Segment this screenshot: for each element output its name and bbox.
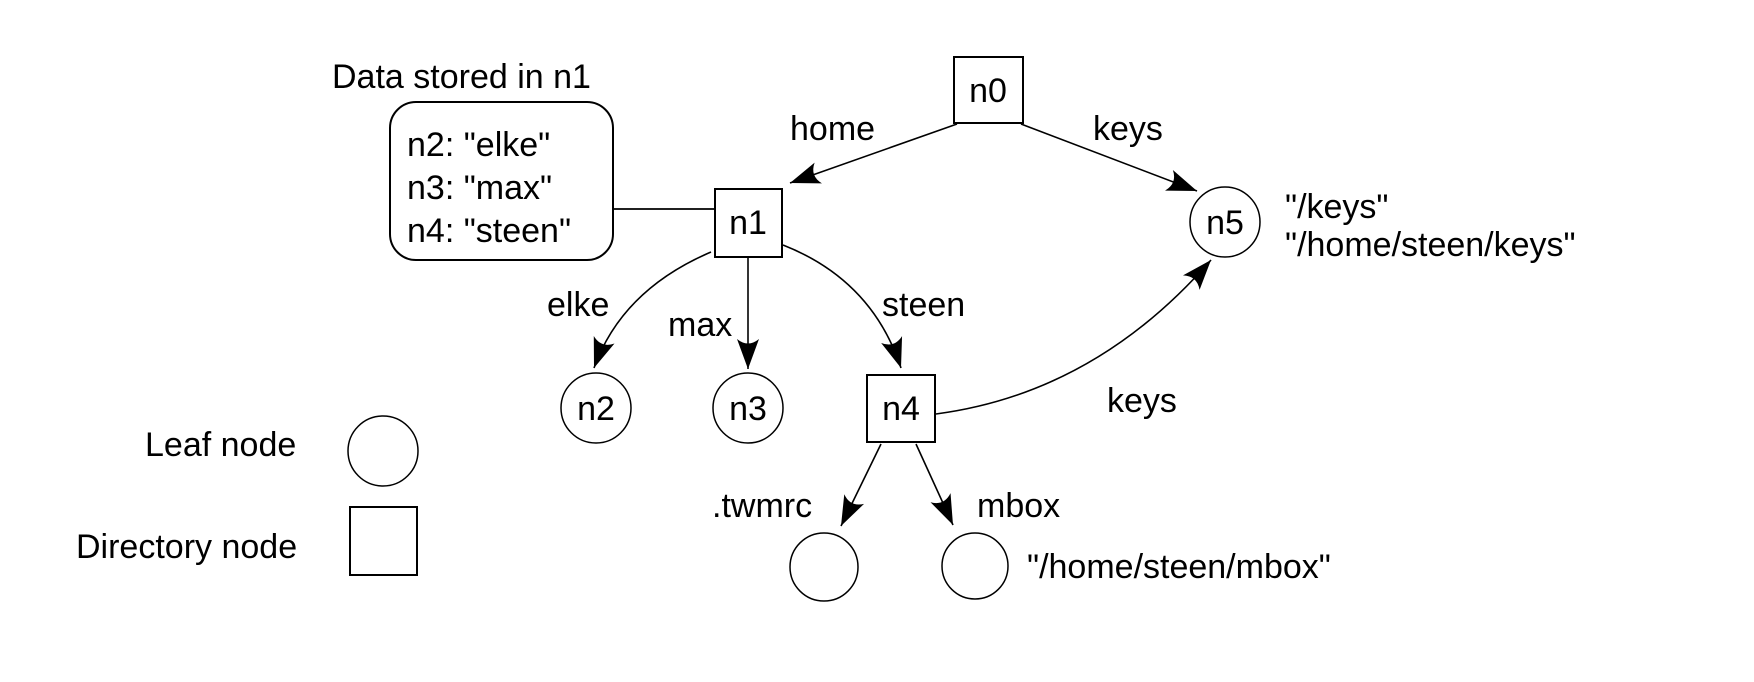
edge-n4-n5 (935, 259, 1212, 415)
node-n3-label: n3 (729, 390, 767, 428)
legend-directory-label: Directory node (76, 528, 297, 566)
node-n0-label: n0 (969, 72, 1007, 110)
edge-label-home: home (790, 110, 875, 148)
node-mbox-circle (941, 532, 1009, 600)
node-n4-label: n4 (882, 390, 920, 428)
annotation-home-steen-keys-path: "/home/steen/keys" (1285, 226, 1576, 264)
edge-label-keys-top: keys (1093, 110, 1163, 148)
node-n5-label: n5 (1206, 204, 1244, 242)
node-twmrc-circle (789, 532, 859, 602)
legend-leaf-label: Leaf node (145, 426, 296, 464)
node-n1-box (714, 188, 783, 258)
edge-label-elke: elke (547, 286, 609, 324)
edge-label-keys-bottom: keys (1107, 382, 1177, 420)
edge-n4-mbox (915, 443, 954, 526)
edge-label-max: max (668, 306, 732, 344)
edge-n1-n4 (782, 244, 903, 369)
data-box-entry-n2: n2: "elke" (407, 126, 550, 164)
edge-n0-n1 (789, 123, 958, 184)
node-n1-label: n1 (729, 204, 767, 242)
data-box-entry-n3: n3: "max" (407, 169, 552, 207)
edge-n1-n2 (593, 251, 712, 369)
node-n2-circle (560, 372, 632, 444)
edge-n0-n5 (1020, 123, 1198, 192)
edge-n4-twmrc (840, 443, 882, 527)
node-n0-box (953, 56, 1024, 124)
data-box-entry-n4: n4: "steen" (407, 212, 571, 250)
edge-label-steen: steen (882, 286, 965, 324)
legend-directory-square-icon (349, 506, 418, 576)
data-box (389, 101, 614, 261)
data-box-title: Data stored in n1 (332, 58, 591, 96)
legend-leaf-circle-icon (347, 415, 419, 487)
annotation-home-steen-mbox-path: "/home/steen/mbox" (1027, 548, 1331, 586)
edge-label-mbox: mbox (977, 487, 1060, 525)
node-n4-box (866, 374, 936, 443)
node-n3-circle (712, 372, 784, 444)
edge-label-twmrc: .twmrc (712, 487, 812, 525)
node-n5-circle (1189, 186, 1261, 258)
node-n2-label: n2 (577, 390, 615, 428)
annotation-keys-path: "/keys" (1285, 188, 1389, 226)
